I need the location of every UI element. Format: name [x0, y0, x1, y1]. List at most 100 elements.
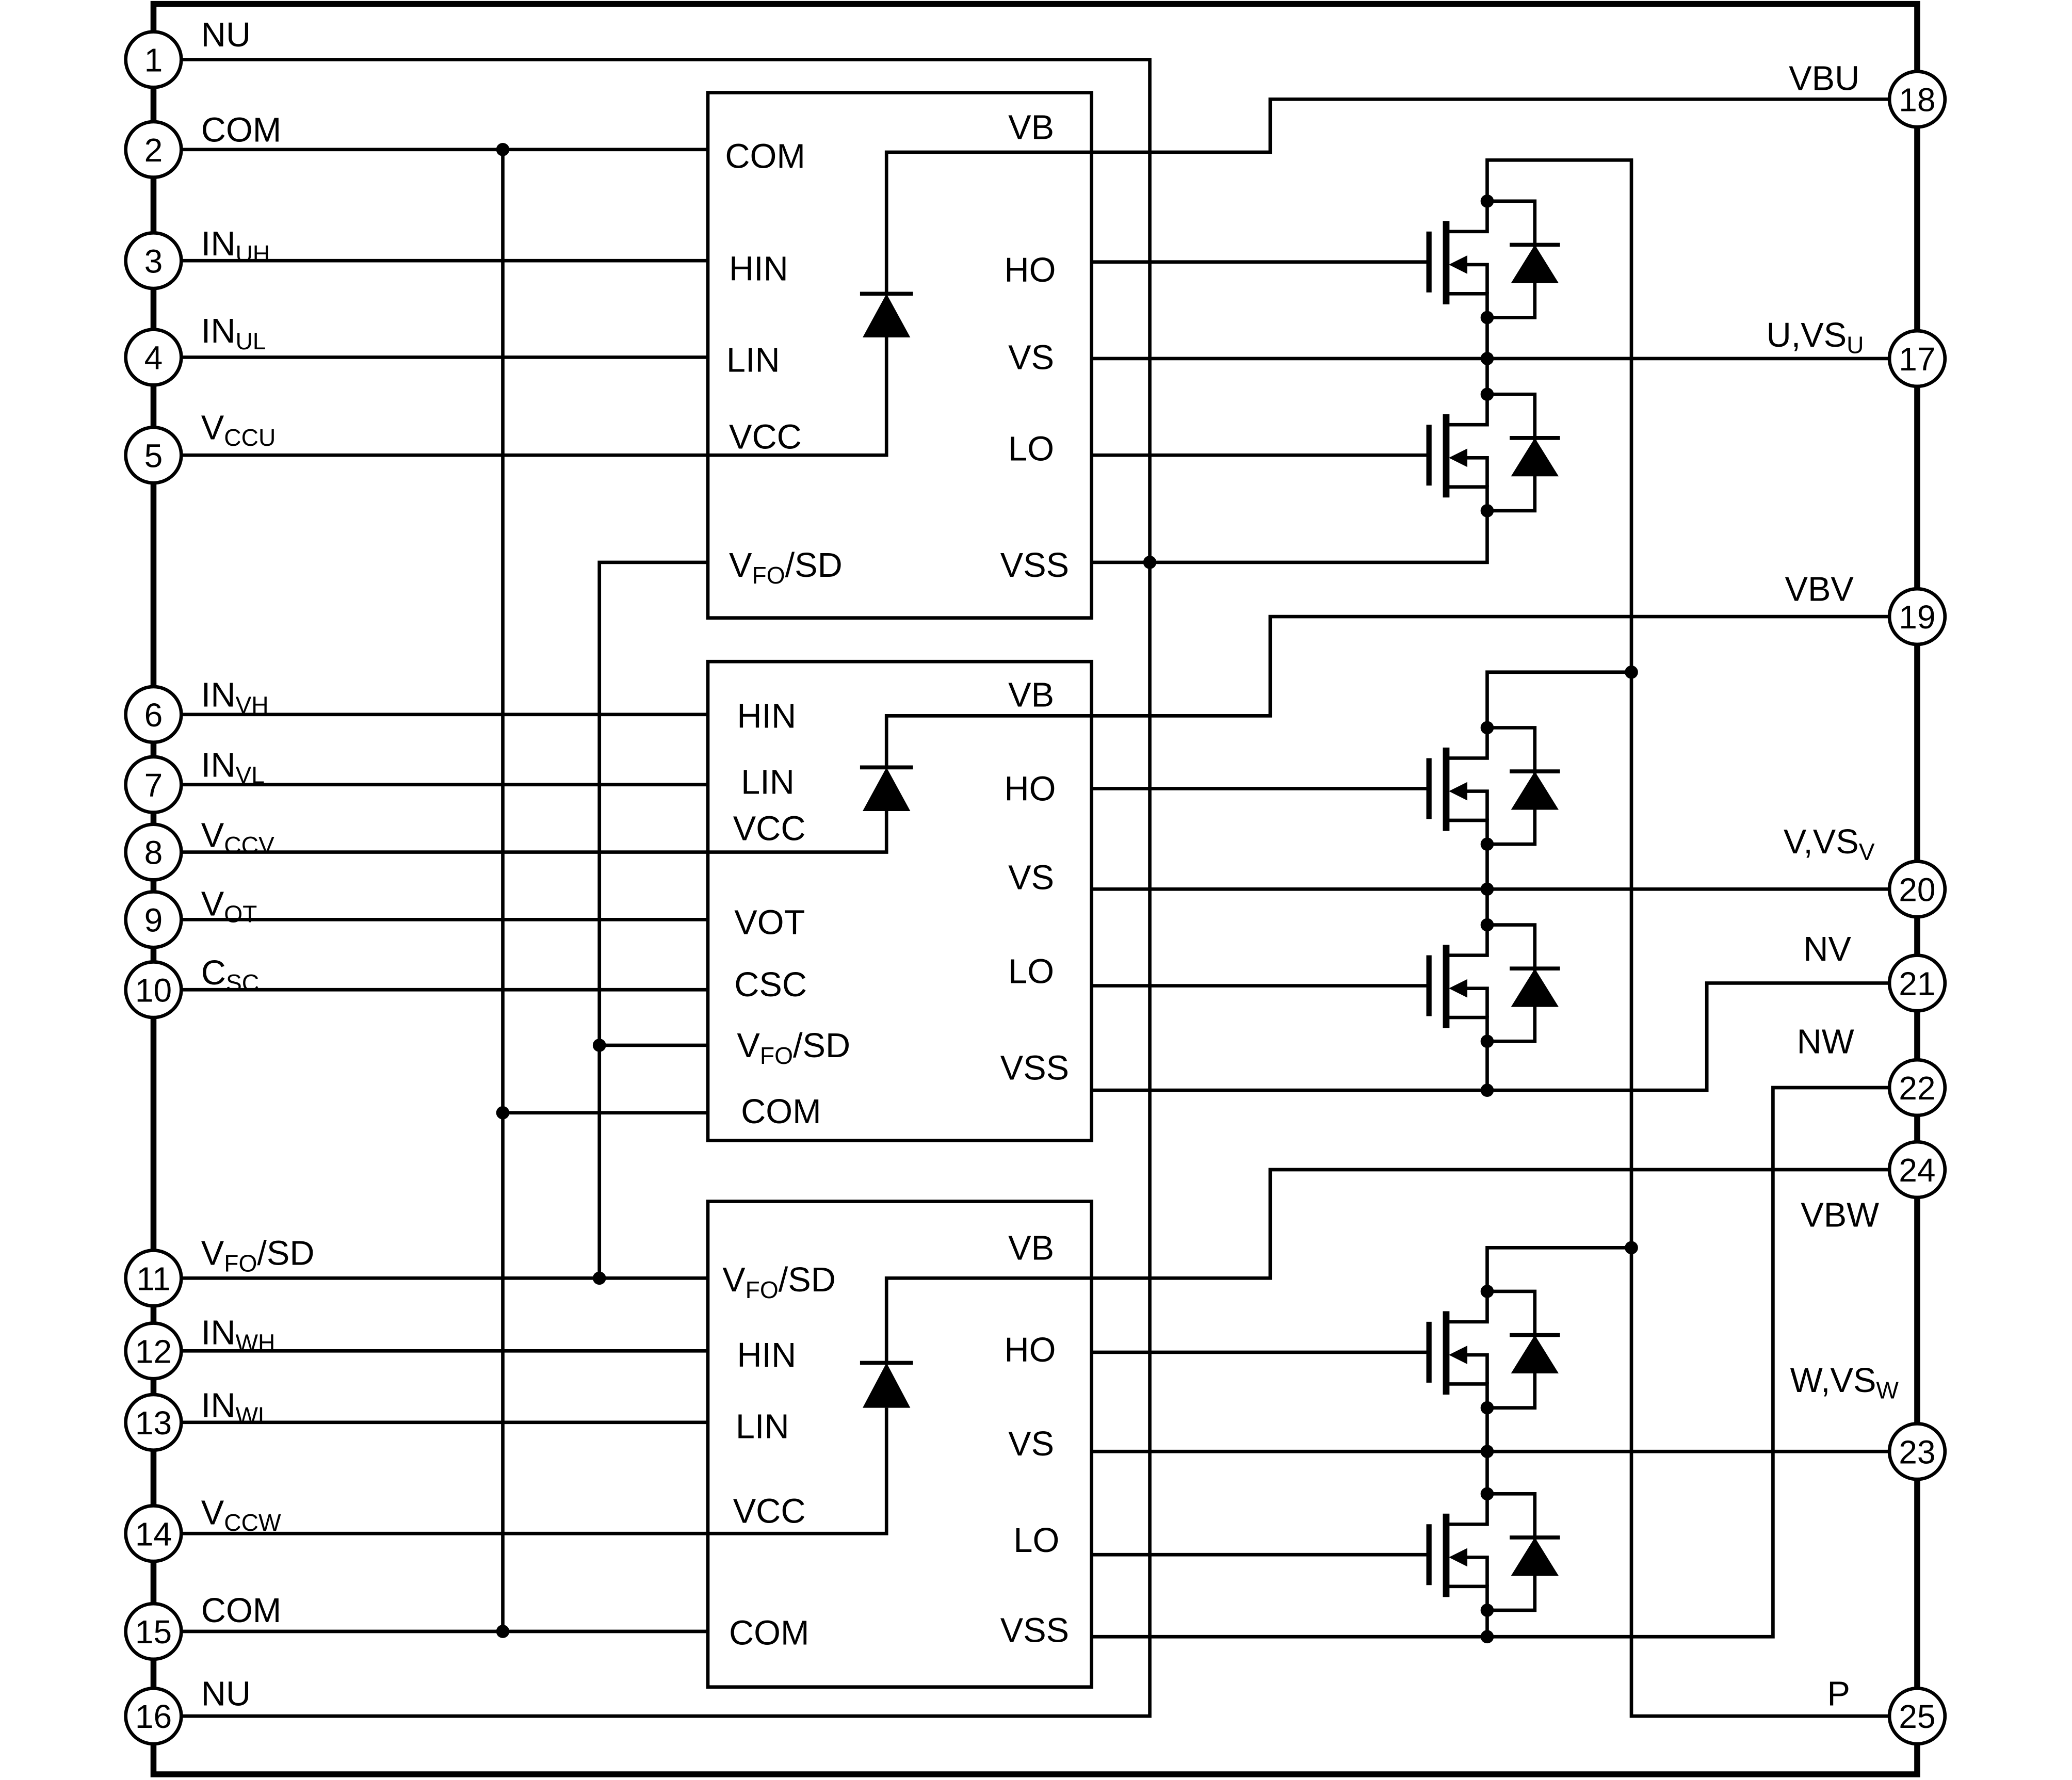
- pin-circle: [124, 755, 183, 814]
- pin-number: 23: [1899, 1433, 1935, 1470]
- pin-label: COM: [201, 1592, 282, 1630]
- pin-number: 11: [136, 1260, 171, 1297]
- pin-label-subscript: VL: [235, 762, 264, 788]
- drain-lead: [1446, 727, 1489, 760]
- junction-dot: [496, 1106, 510, 1120]
- diode-icon: [863, 767, 911, 812]
- pin-circle: [124, 1601, 183, 1661]
- pin-label-text: V,VS: [1784, 823, 1859, 861]
- pin-number: 9: [144, 901, 163, 938]
- ic-input-label-suffix: /SD: [785, 546, 843, 585]
- wire-vcc-u: [181, 337, 888, 457]
- ic-input-label: HIN: [729, 250, 788, 288]
- body-lead: [1463, 456, 1489, 487]
- pin-circle: [124, 231, 183, 290]
- pin-label-subscript: FO: [224, 1250, 257, 1276]
- ic-input-label-subscript: FO: [746, 1276, 779, 1303]
- ic-output-label-text: LO: [1008, 430, 1054, 468]
- pin-circle: [124, 890, 183, 949]
- pin-number: 5: [144, 437, 163, 474]
- drain-lead: [1446, 201, 1489, 234]
- pin-label: INWL: [201, 1387, 271, 1429]
- pin-circle: [124, 1504, 183, 1563]
- pin-label-subscript: UH: [235, 240, 270, 267]
- ic-output-label: VS: [1008, 859, 1054, 897]
- ic-output-label-text: VB: [1008, 1229, 1054, 1267]
- body-lead: [1463, 789, 1489, 820]
- wire-vb-u: [884, 98, 1890, 294]
- junction-dot: [1480, 387, 1494, 401]
- wire-vb-w: [884, 1168, 1890, 1363]
- ic-input-label-text: HIN: [729, 250, 788, 288]
- pin-number: 14: [135, 1515, 172, 1552]
- left-pin: 1NU: [124, 16, 251, 89]
- pin-label-text: V: [201, 409, 224, 447]
- channel-arrow-icon: [1449, 1548, 1468, 1567]
- pin-label-text: COM: [201, 1592, 282, 1630]
- pin-label: NW: [1797, 1023, 1854, 1061]
- pin-number: 13: [135, 1404, 172, 1442]
- pin-label-text: NU: [201, 1675, 251, 1713]
- ic-input-label-text: VCC: [733, 810, 806, 848]
- mosfet-w-high: [1426, 1285, 1560, 1415]
- ic-input-label: VCC: [733, 1493, 806, 1531]
- ic-input-label: COM: [741, 1093, 821, 1131]
- gate-driver-w: [706, 1200, 1094, 1689]
- body-diode-icon: [1511, 968, 1559, 1007]
- pin-label-text: W,VS: [1790, 1362, 1876, 1400]
- junction-dot: [1480, 918, 1494, 932]
- pin-label-text: V: [201, 816, 224, 854]
- channel-arrow-icon: [1449, 448, 1468, 467]
- pin-label: VFO/SD: [201, 1235, 315, 1277]
- pin-number: 4: [144, 339, 163, 376]
- pin-label-text: C: [201, 954, 226, 992]
- pin-number: 19: [1899, 598, 1935, 636]
- junction-dot: [1480, 1445, 1494, 1459]
- pin-circle: [124, 1393, 183, 1452]
- pin-label-suffix: /SD: [257, 1235, 314, 1273]
- ic-output-label: HO: [1004, 770, 1056, 808]
- junction-dot: [1480, 352, 1494, 365]
- pin-label-subscript: W: [1876, 1377, 1899, 1404]
- left-pin: 11 VFO/SD: [124, 1235, 315, 1308]
- pin-number: 21: [1899, 965, 1935, 1002]
- junction-dot: [1480, 882, 1494, 896]
- bootstrap-diode-w: [860, 1361, 913, 1408]
- ic-input-label-subscript: FO: [752, 562, 785, 589]
- pin-label-text: IN: [201, 225, 236, 263]
- package-outline: [150, 1, 1920, 1777]
- pin-circle: [124, 960, 183, 1020]
- gate-driver-v: [706, 659, 1094, 1142]
- ic-output-label-text: HO: [1004, 251, 1056, 289]
- pin-label-text: V: [201, 885, 224, 924]
- pin-number: 3: [144, 242, 163, 280]
- junction-dot: [1625, 1241, 1638, 1255]
- ic-input-label-text: V: [737, 1027, 760, 1065]
- body-lead: [1463, 986, 1489, 1018]
- pin-label-subscript: CCW: [224, 1509, 281, 1536]
- pin-number: 12: [135, 1333, 172, 1370]
- ic-output-label: HO: [1004, 1331, 1056, 1369]
- pin-label-text: VBU: [1789, 59, 1859, 98]
- pin-number: 7: [144, 767, 163, 804]
- ic-input-label-text: V: [722, 1261, 746, 1299]
- ic-blocks: [706, 91, 1094, 1689]
- pin-label-subscript: SC: [226, 969, 259, 996]
- right-pin: 20V,VSV: [1784, 823, 1947, 919]
- pin-circle: [124, 30, 183, 89]
- pin-circle: [124, 1249, 183, 1308]
- ic-output-label-text: LO: [1013, 1522, 1059, 1560]
- ic-input-label: LIN: [736, 1408, 789, 1446]
- pin-label: VCCV: [201, 816, 274, 859]
- pin-label: INVL: [201, 746, 265, 788]
- ic-input-label: VCC: [733, 810, 806, 848]
- source-lead: [1446, 1015, 1489, 1042]
- pin-number: 25: [1899, 1698, 1935, 1735]
- drain-lead: [1446, 394, 1489, 427]
